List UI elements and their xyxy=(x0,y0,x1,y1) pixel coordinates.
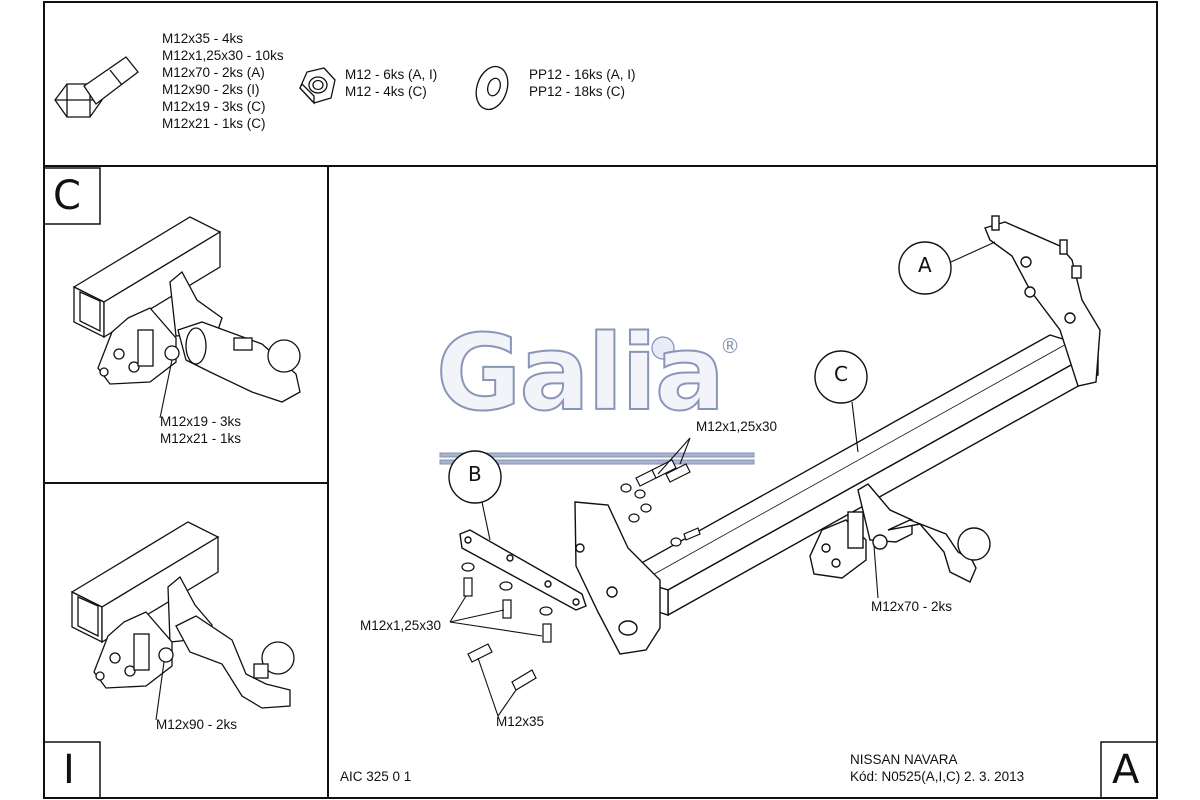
callout-circles xyxy=(448,241,952,504)
logo-dot-icon xyxy=(651,336,675,360)
bolt-list-line-4: M12x90 - 2ks (I) xyxy=(162,82,260,97)
panel-c-letter: C xyxy=(53,173,81,219)
bolt-icon xyxy=(54,56,139,118)
bolt-list-line-5: M12x19 - 3ks (C) xyxy=(162,99,266,114)
panel-i-letter-box xyxy=(43,741,101,799)
bolt-list-line-2: M12x1,25x30 - 10ks xyxy=(162,48,284,63)
corner-letter-box xyxy=(1100,741,1158,799)
callout-circle-b xyxy=(448,450,502,504)
leader-lines xyxy=(155,241,996,721)
panel-c-hitch-illustration xyxy=(72,216,301,403)
plate-b xyxy=(459,529,587,611)
panel-c-callout-line-2: M12x21 - 1ks xyxy=(160,431,242,446)
callout-label-b: B xyxy=(468,462,482,486)
registered-mark: ® xyxy=(720,334,740,358)
bolt-list-line-1: M12x35 - 4ks xyxy=(162,31,244,46)
panel-i-letter: I xyxy=(63,747,75,793)
panel-i-hitch-illustration xyxy=(70,521,295,709)
washer-list-line-1: PP12 - 16ks (A, I) xyxy=(529,67,636,82)
callout-circle-c xyxy=(814,350,868,404)
bracket-a xyxy=(984,215,1101,387)
main-hitch-ball-assembly xyxy=(809,483,991,583)
callout-circle-a xyxy=(898,241,952,295)
callout-m12x1-25x30-left: M12x1,25x30 xyxy=(360,618,442,633)
panel-c-letter-box xyxy=(43,167,101,225)
bolt-list-line-6: M12x21 - 1ks (C) xyxy=(162,116,266,131)
nut-list-line-1: M12 - 6ks (A, I) xyxy=(345,67,438,82)
vehicle-name: NISSAN NAVARA xyxy=(850,752,958,767)
outer-frame xyxy=(43,1,1158,799)
nut-icon xyxy=(299,67,336,105)
fasteners-b xyxy=(461,562,553,691)
bracket-left xyxy=(574,501,661,655)
corner-letter: A xyxy=(1112,747,1140,793)
callout-label-c: C xyxy=(834,362,848,386)
fasteners-top xyxy=(620,459,701,547)
drawing-code: AIC 325 0 1 xyxy=(340,769,412,784)
logo-underline xyxy=(439,452,755,465)
callout-m12x35: M12x35 xyxy=(496,714,545,729)
washer-list-line-2: PP12 - 18ks (C) xyxy=(529,84,626,99)
panel-i-callout: M12x90 - 2ks xyxy=(156,717,238,732)
washer-icon xyxy=(475,65,509,111)
callout-m12x1-25x30-top: M12x1,25x30 xyxy=(696,419,778,434)
callout-label-a: A xyxy=(918,253,932,277)
part-code-date: Kód: N0525(A,I,C) 2. 3. 2013 xyxy=(850,769,1025,784)
galia-logo: Galia xyxy=(435,312,726,434)
panel-c-callout-line-1: M12x19 - 3ks xyxy=(160,414,242,429)
callout-m12x70: M12x70 - 2ks xyxy=(871,599,953,614)
nut-list-line-2: M12 - 4ks (C) xyxy=(345,84,427,99)
bolt-list-line-3: M12x70 - 2ks (A) xyxy=(162,65,265,80)
